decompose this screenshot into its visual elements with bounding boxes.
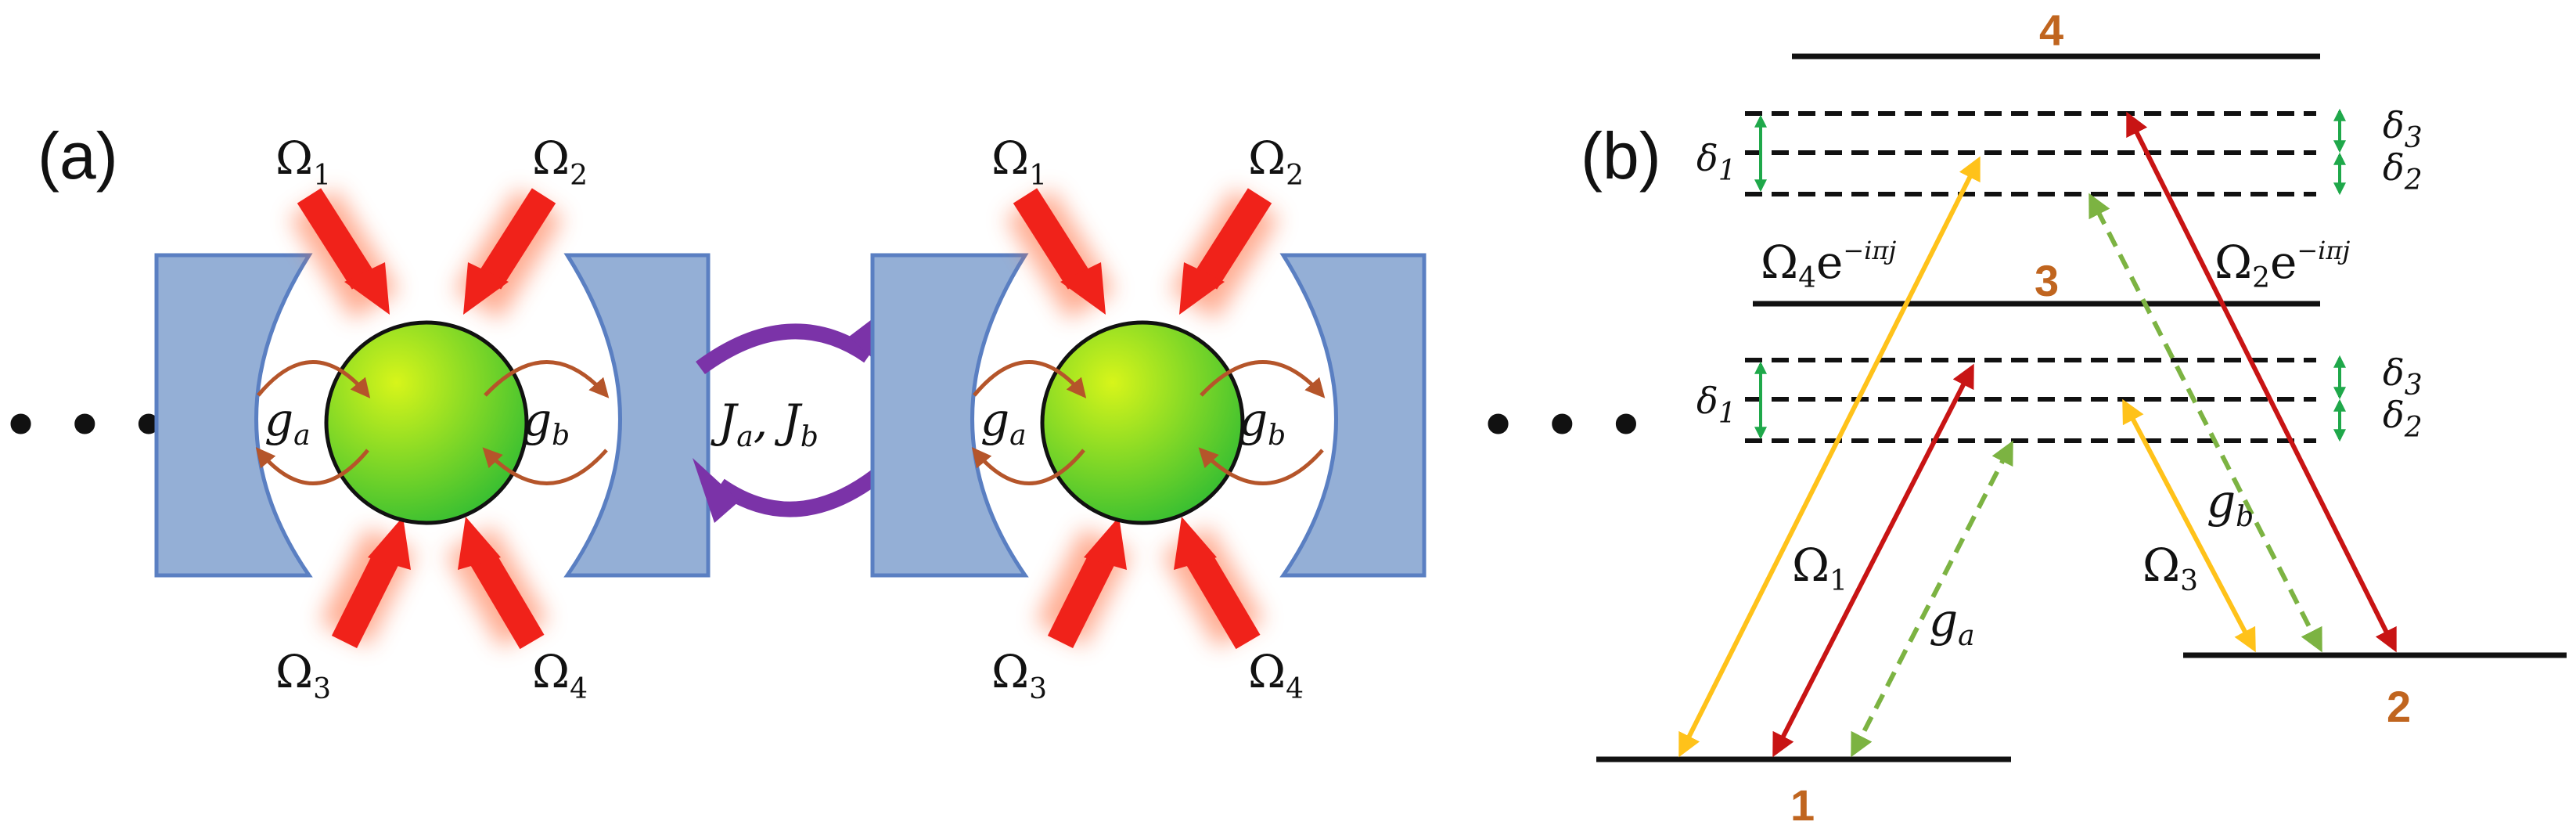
omega4-phase-label: Ω4e−iπj — [1761, 236, 1896, 294]
omega1-transition-label: Ω1 — [1792, 539, 1847, 597]
omega2-phase-label: Ω2e−iπj — [2214, 236, 2350, 294]
cavity-unit-2: Ω1 Ω2 Ω3 Ω4 ga gb — [870, 132, 1427, 705]
omega1-label-unit1: Ω1 — [275, 132, 331, 192]
ga-arrow-upper-unit1 — [257, 360, 371, 398]
ga-arrow-lower-unit1 — [255, 447, 369, 485]
mirror-right-1 — [563, 253, 711, 578]
omega2-label-unit2: Ω2 — [1248, 132, 1304, 192]
delta1-label-upper: δ1 — [1696, 137, 1736, 187]
pump-arrow-omega2-unit2 — [1179, 188, 1272, 315]
ga-transition-label: ga — [1929, 593, 1975, 652]
gb-arrow-lower-unit1 — [482, 447, 608, 485]
omega4-label-unit2: Ω4 — [1248, 645, 1304, 705]
ga-label-unit1: ga — [264, 393, 311, 452]
omega3-transition-label: Ω3 — [2142, 539, 2198, 597]
cavity-unit-1: Ω1 Ω2 Ω3 Ω4 ga gb — [154, 132, 711, 705]
coupling-arrow-backward — [715, 463, 890, 517]
delta1-label-lower: δ1 — [1696, 380, 1736, 430]
coupling-arrows: Ja, Jb — [693, 317, 898, 523]
ga-arrow-upper-unit2 — [973, 360, 1087, 398]
gb-label-unit1: gb — [523, 393, 570, 452]
ga-label-unit2: ga — [980, 393, 1027, 452]
omega3-transition — [2122, 398, 2256, 653]
ellipsis-left: • • • — [0, 385, 169, 467]
ellipsis-right: • • • — [1477, 385, 1646, 467]
pump-arrow-omega1-unit2 — [1013, 188, 1106, 315]
atom-2 — [1040, 320, 1245, 525]
pump-arrow-omega1-unit1 — [297, 188, 390, 315]
level-4-label: 4 — [2039, 5, 2063, 55]
coupling-arrow-forward — [696, 323, 873, 375]
level-1-label: 1 — [1790, 780, 1815, 829]
coupling-label: Ja, Jb — [711, 395, 818, 453]
pump-arrow-omega4-unit1 — [458, 517, 545, 650]
panel-b-label: (b) — [1581, 119, 1661, 193]
mirror-left-1 — [154, 253, 313, 578]
gb-arrow-upper-unit2 — [1200, 360, 1326, 398]
level-3-label: 3 — [2035, 256, 2059, 305]
omega3-label-unit1: Ω3 — [275, 645, 331, 705]
omega2-label-unit1: Ω2 — [532, 132, 588, 192]
ga-transition — [1851, 440, 2013, 758]
gb-label-unit2: gb — [1239, 393, 1286, 452]
omega3-label-unit2: Ω3 — [991, 645, 1047, 705]
panel-a-label: (a) — [38, 119, 118, 193]
mirror-left-2 — [870, 253, 1029, 578]
pump-arrow-omega2-unit1 — [463, 188, 556, 315]
pump-arrow-omega3-unit1 — [331, 517, 411, 649]
ga-arrow-lower-unit2 — [971, 447, 1085, 485]
omega1-label-unit2: Ω1 — [991, 132, 1047, 192]
gb-transition-label: gb — [2207, 474, 2254, 533]
gb-arrow-lower-unit2 — [1198, 447, 1324, 485]
level-2-label: 2 — [2387, 682, 2411, 731]
pump-arrow-omega3-unit2 — [1047, 517, 1127, 649]
mirror-right-2 — [1279, 253, 1427, 578]
atom-1 — [324, 320, 529, 525]
omega4-label-unit1: Ω4 — [532, 645, 588, 705]
pump-arrow-omega4-unit2 — [1174, 517, 1261, 650]
gb-arrow-upper-unit1 — [484, 360, 610, 398]
